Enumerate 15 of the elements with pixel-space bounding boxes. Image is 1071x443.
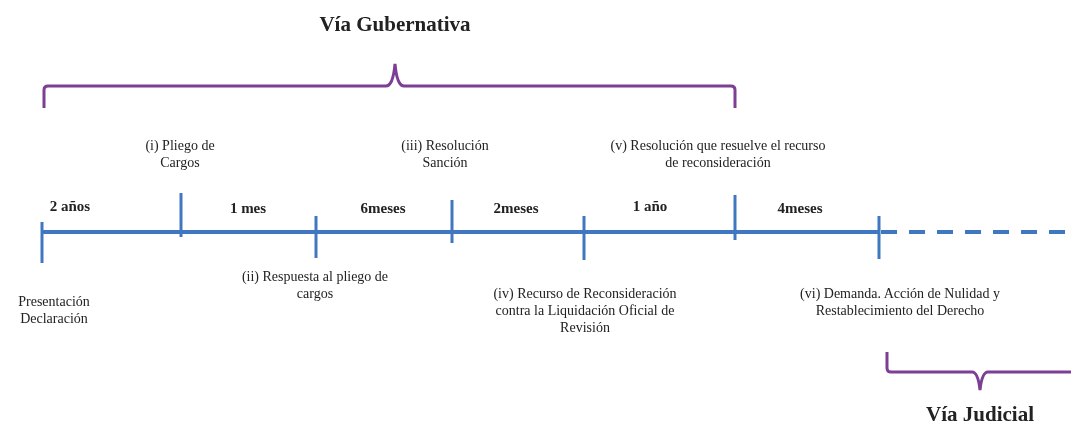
duration-label: 6meses	[359, 200, 407, 217]
event-label: (i) Pliego de Cargos	[144, 137, 216, 171]
event-label: (v) Resolución que resuelve el recurso de reconsideración	[609, 137, 827, 171]
duration-label: 2 años	[48, 198, 92, 215]
event-label: Presentación Declaración	[17, 293, 91, 327]
event-label: (vi) Demanda. Acción de Nulidad y Restablecimiento del Derecho	[799, 285, 1001, 319]
event-label: (iii) Resolución Sanción	[400, 137, 490, 171]
duration-label: 1 mes	[228, 200, 268, 217]
event-label: (ii) Respuesta al pliego de cargos	[240, 268, 390, 302]
duration-label: 4meses	[776, 200, 824, 217]
duration-label: 1 año	[631, 198, 669, 215]
event-label: (iv) Recurso de Reconsideración contra la Liquidación Oficial de Revisión	[492, 285, 678, 336]
duration-label: 2meses	[492, 200, 540, 217]
heading: Vía Gubernativa	[318, 12, 472, 36]
heading: Vía Judicial	[925, 402, 1035, 426]
